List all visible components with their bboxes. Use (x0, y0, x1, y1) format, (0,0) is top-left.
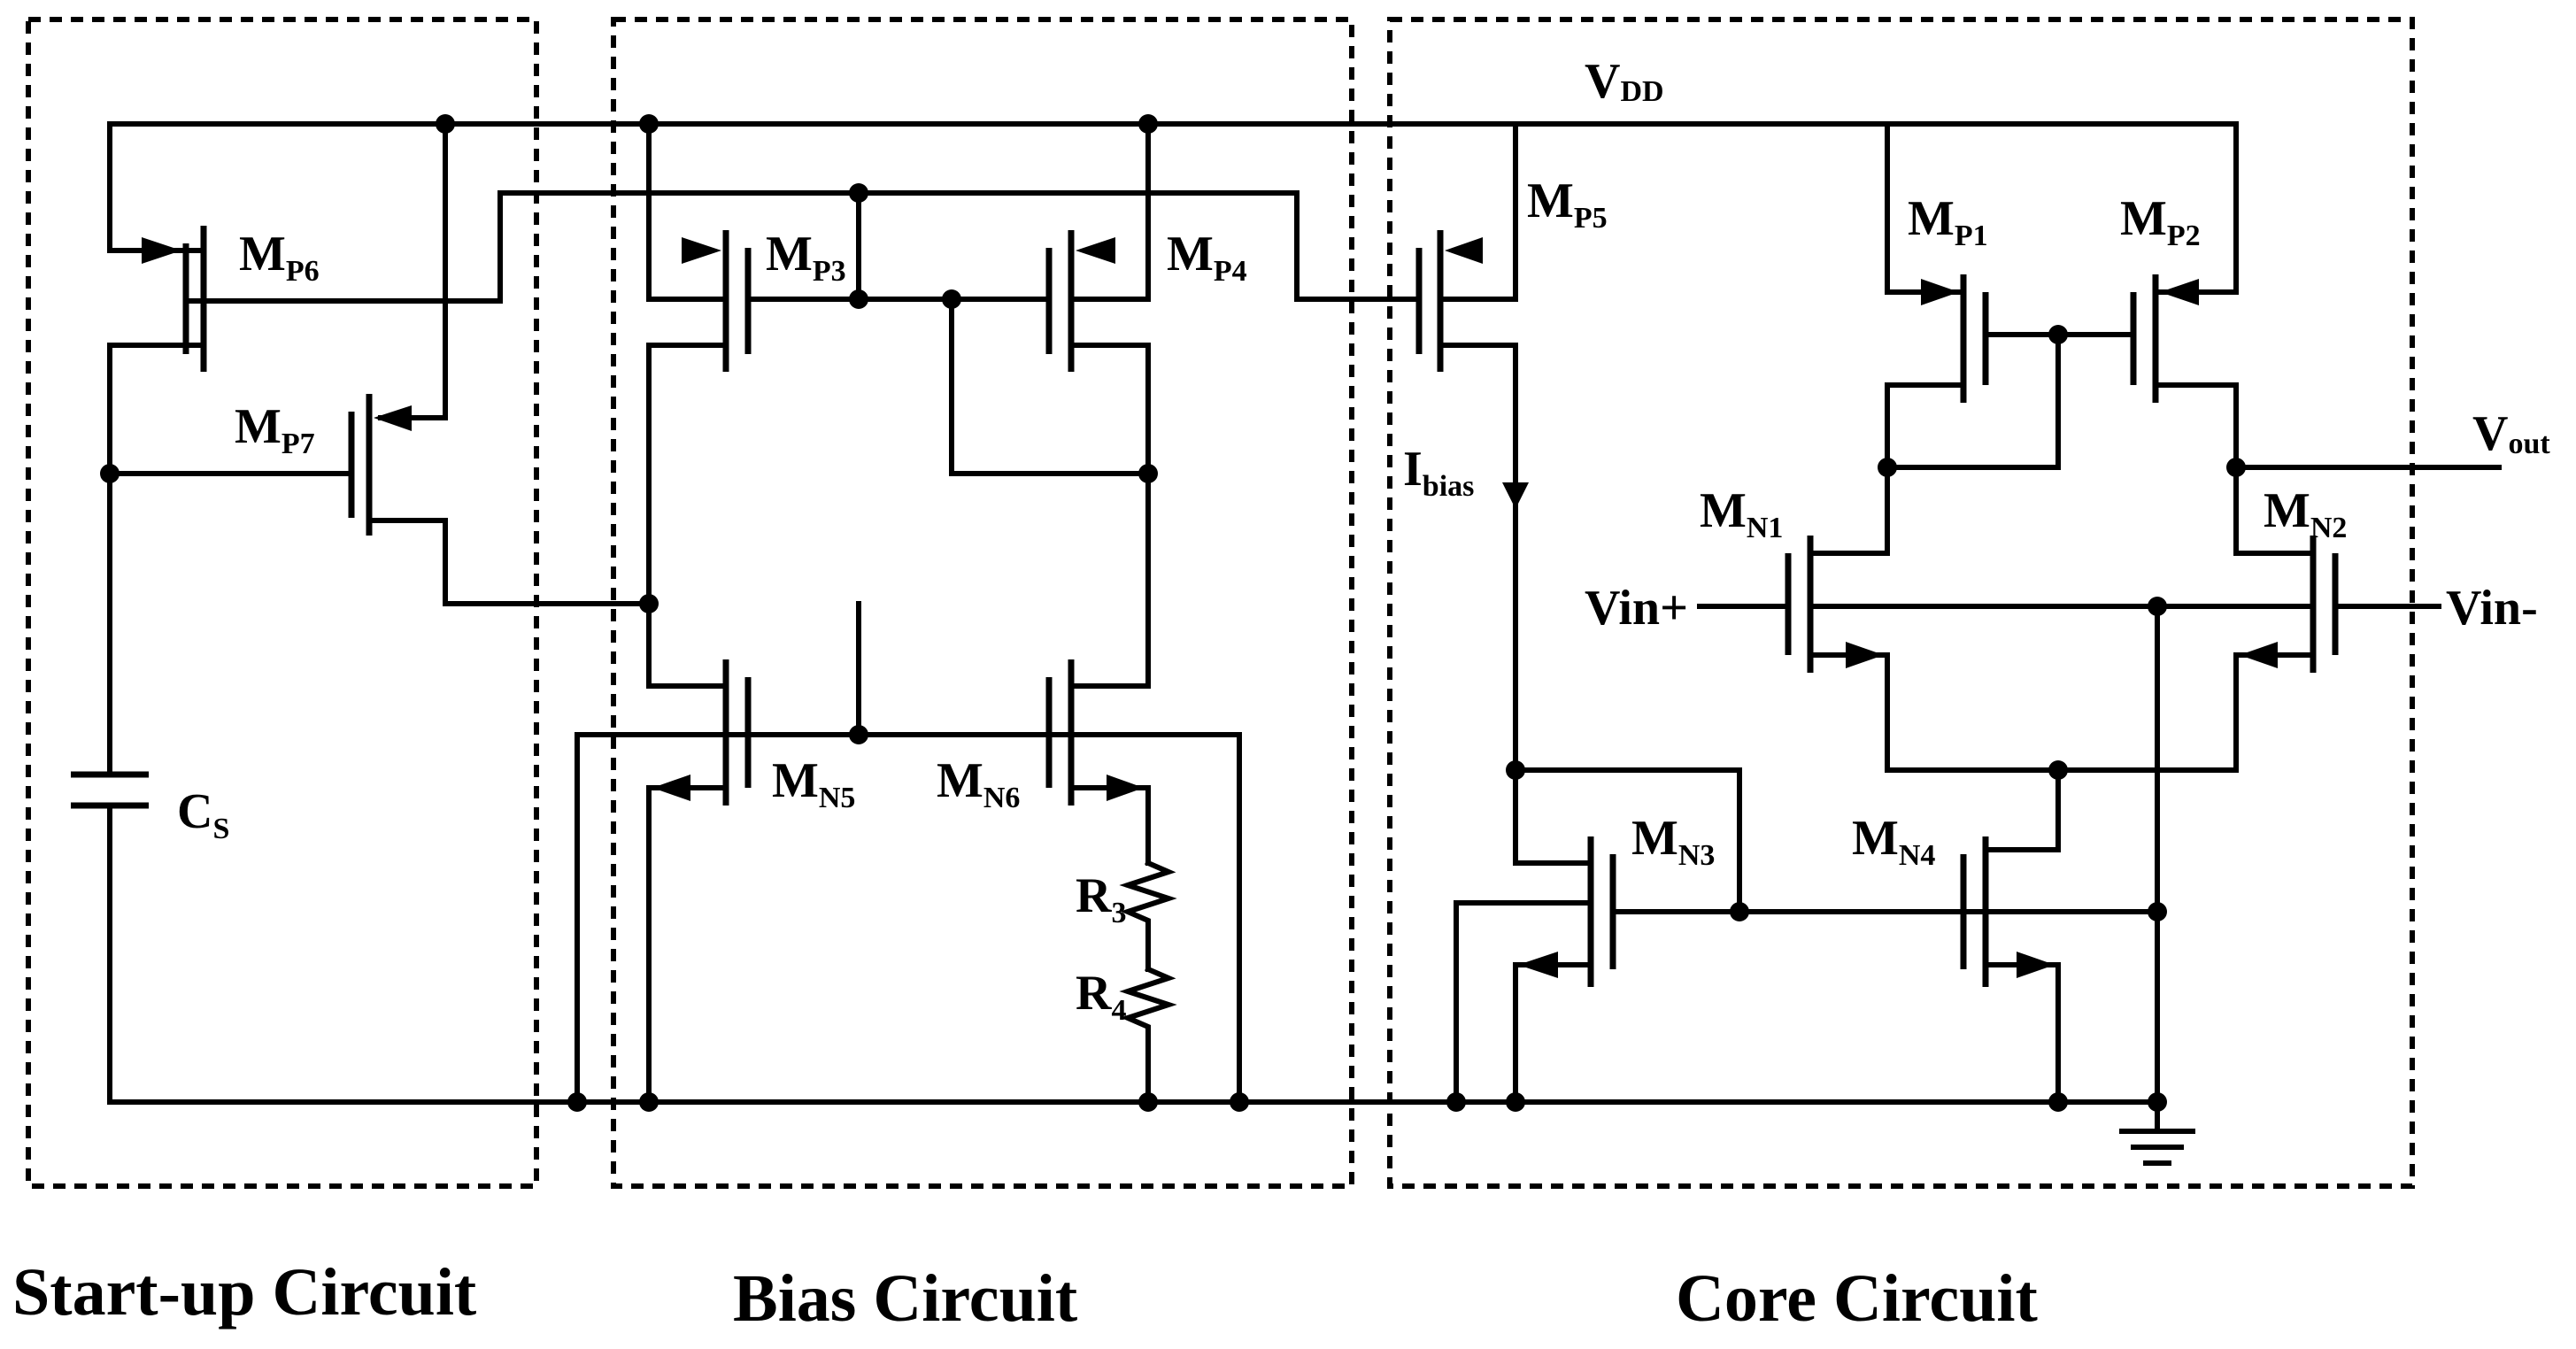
mp3-label: MP3 (766, 227, 846, 288)
r3-r4-resistors (1119, 860, 1177, 1105)
mp1-transistor (1885, 274, 2136, 470)
cs-label: CS (177, 784, 229, 845)
cs-capacitor (71, 343, 149, 1105)
mn4-label: MN4 (1852, 811, 1935, 872)
mp2-label: MP2 (2120, 191, 2201, 252)
mp1-label: MP1 (1908, 191, 1988, 252)
mn6-transistor (1045, 659, 1151, 866)
junction-dots (100, 114, 2246, 1112)
mp7-label: MP7 (235, 399, 315, 460)
mp4-label: MP4 (1167, 227, 1247, 288)
mn4-transistor (1960, 604, 2160, 1105)
vin-plus-label: Vin+ (1585, 581, 1688, 636)
mn1-label: MN1 (1700, 483, 1783, 544)
mn3-label: MN3 (1631, 811, 1715, 872)
bias-block-outline (611, 17, 1354, 1189)
mn2-transistor (1808, 465, 2441, 773)
vdd-label: VDD (1585, 54, 1664, 109)
mn5-label: MN5 (772, 753, 855, 814)
mp2-transistor (2130, 274, 2239, 470)
vout-label: Vout (2472, 406, 2550, 461)
vin-minus-label: Vin- (2446, 581, 2538, 636)
startup-gate-link (497, 190, 861, 304)
startup-caption: Start-up Circuit (12, 1255, 476, 1330)
r3-label: R3 (1076, 868, 1126, 929)
mn5-transistor (646, 601, 1052, 1105)
tail-node (1885, 767, 2239, 852)
mn3-transistor (1454, 767, 1966, 1105)
core-caption: Core Circuit (1676, 1261, 2038, 1336)
mp5-label: MP5 (1527, 173, 1608, 235)
mp7-transistor (107, 394, 652, 606)
bias-ground-loop (575, 732, 1242, 1105)
r4-label: R4 (1076, 966, 1126, 1027)
mp3-transistor (646, 230, 861, 689)
mp6-label: MP6 (239, 227, 320, 288)
bias-caption: Bias Circuit (733, 1261, 1077, 1336)
mn2-label: MN2 (2264, 483, 2347, 544)
mp6-transistor (107, 226, 503, 372)
mp5-transistor (856, 190, 1529, 773)
mn6-label: MN6 (937, 753, 1020, 814)
core-block-outline (1387, 17, 2415, 1189)
ibias-label: Ibias (1403, 442, 1474, 503)
